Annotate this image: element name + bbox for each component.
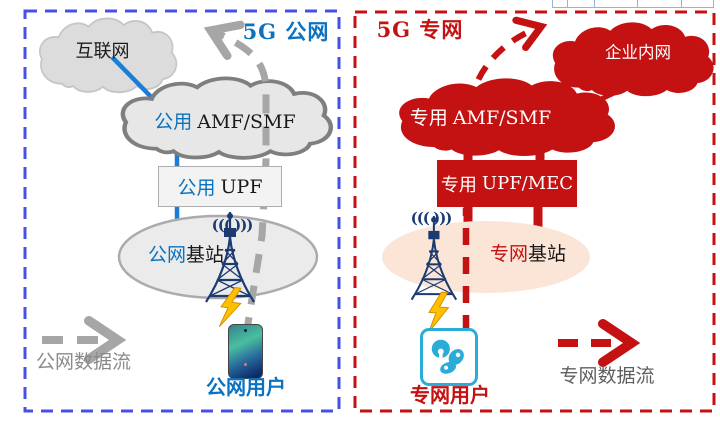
- phone-camera-dot: [243, 329, 247, 332]
- private-station-label: 专网基站: [489, 243, 567, 265]
- private-user-label: 专网用户: [410, 383, 490, 407]
- table-cell: [594, 0, 637, 8]
- private-flow-legend-label: 专网数据流: [559, 365, 655, 387]
- public-panel-title: 5G 公网: [242, 19, 330, 44]
- public-user-label: 公网用户: [206, 375, 286, 399]
- top-table-fragment: [552, 0, 714, 8]
- internet-cloud-label: 互联网: [75, 41, 130, 62]
- public-panel-border: [23, 9, 341, 413]
- public-station-ellipse: [117, 214, 319, 300]
- private-panel-title: 5G 专网: [376, 17, 464, 42]
- public-flow-legend-label: 公网数据流: [36, 351, 132, 373]
- private-user-box: [420, 328, 478, 386]
- person-group-icon: [431, 339, 464, 374]
- table-cell: [552, 0, 567, 8]
- phone-logo-dot: [243, 363, 247, 366]
- public-station-label: 公网基站: [147, 244, 225, 266]
- table-cell: [681, 0, 714, 8]
- public-antenna-waves-icon: ((( ))): [211, 216, 254, 234]
- table-cell: [567, 0, 594, 8]
- intranet-cloud-label: 企业内网: [605, 43, 671, 62]
- public-flow-arrow: [203, 20, 270, 337]
- private-antenna-waves-icon: ((( ))): [410, 209, 453, 227]
- smartphone-icon: [228, 324, 263, 379]
- table-cell: [637, 0, 681, 8]
